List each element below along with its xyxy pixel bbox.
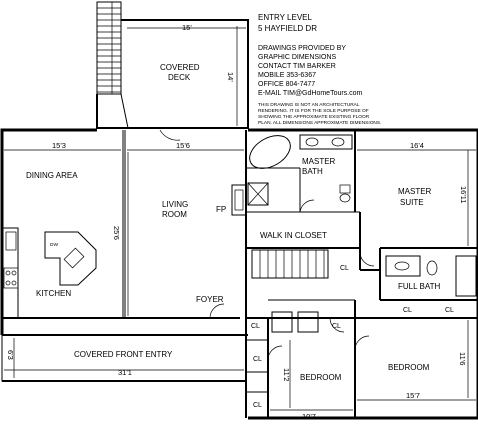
deck-width-dim: 15' [182, 23, 192, 32]
credit-line-6: E-MAIL TIM@GdHomeTours.com [258, 90, 363, 97]
shower-icon [247, 182, 269, 206]
deck-stairs [96, 1, 122, 95]
foyer-label: FOYER [196, 295, 224, 304]
plan-address: 5 HAYFIELD DR [258, 24, 317, 33]
interior-walls [2, 130, 478, 418]
toilet-icon [426, 260, 438, 276]
bedroom-1-label: BEDROOM [300, 373, 342, 382]
closet-label: CL [445, 307, 454, 314]
closet-label: CL [403, 307, 412, 314]
bedroom-2-label: BEDROOM [388, 363, 430, 372]
closet-label: CL [253, 402, 262, 409]
range-icon [3, 267, 19, 289]
doors [159, 129, 375, 361]
bed2-depth-dim: 11'6 [458, 352, 467, 365]
tub-icon [455, 255, 477, 297]
kitchen-island [44, 231, 97, 286]
plan-title: ENTRY LEVEL [258, 13, 313, 22]
disclaimer-line-4: PLAN. ALL DIMENSIONS APPROXIMATE DIMENSI… [258, 120, 381, 126]
bed1-depth-dim: 11'2 [282, 368, 291, 381]
covered-front-entry-label: COVERED FRONT ENTRY [74, 350, 173, 359]
walk-in-closet-label: WALK IN CLOSET [260, 231, 327, 240]
dining-area-label: DINING AREA [26, 171, 78, 180]
foyer-closets [271, 311, 319, 333]
credit-line-1: DRAWINGS PROVIDED BY [258, 45, 346, 52]
closet-label: CL [340, 265, 349, 272]
living-width-dim: 15'6 [176, 141, 190, 150]
full-bath-fixtures [385, 255, 477, 297]
master-bath-label-1: MASTER [302, 157, 336, 166]
vanity-icon [299, 134, 353, 150]
closet-label: CL [332, 323, 341, 330]
living-room-label-2: ROOM [162, 210, 187, 219]
dining-width-dim: 15'3 [52, 141, 66, 150]
bed2-width-dim: 15'7 [406, 391, 420, 400]
deck-depth-dim: 14' [226, 72, 235, 82]
entry-width-dim: 31'1 [118, 368, 132, 377]
master-suite-label-2: SUITE [400, 198, 424, 207]
kitchen-counter [1, 227, 19, 319]
master-width-dim: 16'4 [410, 141, 424, 150]
dw-label: DW [50, 242, 58, 248]
disclaimer-line-2: RENDERING. IT IS FOR THE SOLE PURPOSE OF [258, 108, 369, 114]
closet-label: CL [251, 323, 260, 330]
sink-icon [63, 247, 85, 269]
fireplace-icon [231, 184, 247, 216]
header-block: ENTRY LEVEL 5 HAYFIELD DR DRAWINGS PROVI… [258, 13, 381, 126]
interior-stairs [251, 249, 329, 279]
credit-line-3: CONTACT TIM BARKER [258, 63, 336, 70]
dimension-labels: 15' 14' 15'3 15'6 25'6 16'4 16'11 6'3 31… [6, 23, 468, 421]
covered-deck-label-1: COVERED [160, 63, 200, 72]
room-labels: COVERED DECK DINING AREA KITCHEN DW LIVI… [26, 63, 440, 382]
master-suite-label-1: MASTER [398, 187, 432, 196]
entry-depth-dim: 6'3 [6, 350, 15, 360]
disclaimer-line-1: THIS DRAWING IS NOT AN ARCHITECTURAL [258, 102, 360, 108]
credit-line-2: GRAPHIC DIMENSIONS [258, 54, 337, 61]
credit-line-4: MOBILE 353-6367 [258, 72, 316, 79]
master-depth-dim: 16'11 [459, 186, 468, 204]
living-depth-dim: 25'6 [112, 226, 121, 240]
fp-label: FP [216, 205, 226, 214]
covered-deck [96, 19, 249, 129]
vanity-icon [385, 255, 421, 277]
disclaimer-line-3: SHOWING THE APPROXIMATE EXISTING FLOOR [258, 114, 370, 120]
master-bath-fixtures [247, 134, 353, 206]
closet-label: CL [253, 356, 262, 363]
full-bath-label: FULL BATH [398, 282, 440, 291]
dimension-lines [4, 26, 476, 411]
credit-line-5: OFFICE 804-7477 [258, 81, 315, 88]
master-bath-label-2: BATH [302, 167, 323, 176]
living-room-label-1: LIVING [162, 200, 188, 209]
closet-labels: CL CL CL CL CL CL CL [251, 265, 454, 409]
tub-icon [249, 135, 291, 169]
toilet-icon [339, 184, 351, 194]
kitchen-label: KITCHEN [36, 289, 71, 298]
covered-deck-label-2: DECK [168, 73, 191, 82]
bed1-width-dim: 10'7 [302, 412, 316, 421]
